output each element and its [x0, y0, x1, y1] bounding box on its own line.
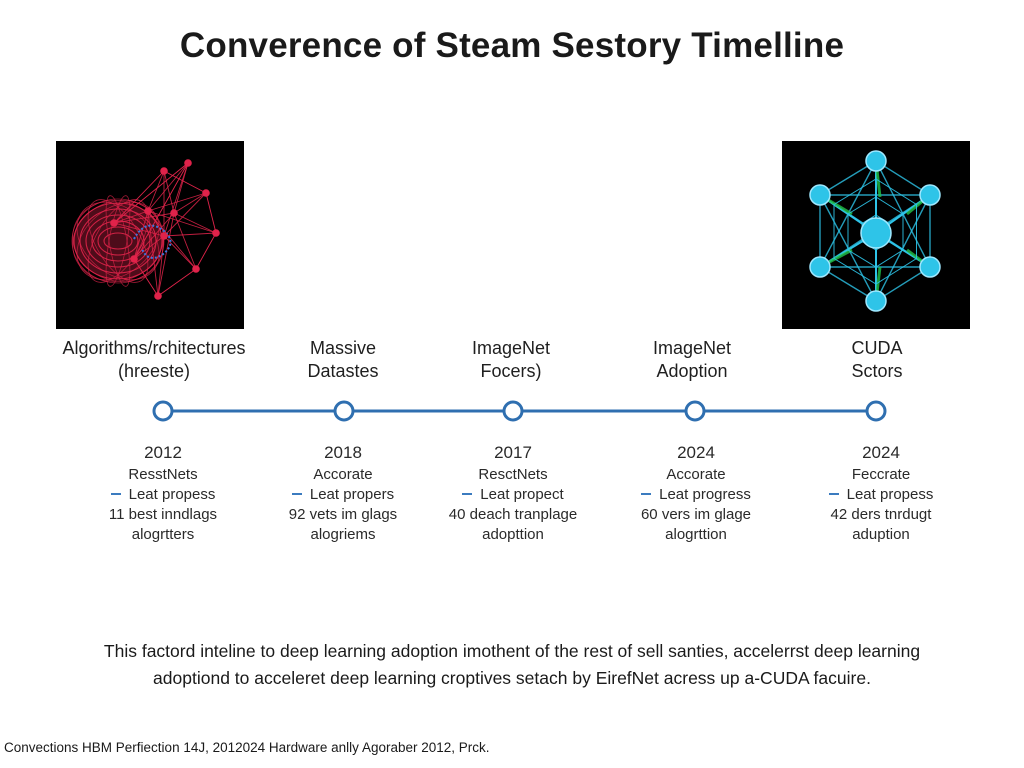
page-title: Converence of Steam Sestory Timelline: [179, 26, 845, 65]
milestone-heading-3: ImageNet Focers): [471, 338, 551, 381]
timeline-node-5: [865, 400, 887, 422]
timeline-node-4: [684, 400, 706, 422]
network-graph-image: [782, 141, 970, 329]
footer-credit: Convections HBM Perfiection 14J, 2012024…: [4, 740, 490, 755]
milestone-heading-2: Massive Datastes: [307, 338, 379, 381]
milestone-year: 2012: [144, 443, 182, 462]
timeline-node-3: [502, 400, 524, 422]
milestone-detail-4: 2024 Accorate Leat progress 60 vers im g…: [586, 442, 806, 545]
milestone-detail-2: 2018 Accorate Leat propers 92 vets im gl…: [233, 442, 453, 545]
milestone-detail-5: 2024 Feccrate Leat propess 42 ders tnrdu…: [771, 442, 991, 545]
milestone-year: 2024: [862, 443, 900, 462]
milestone-heading-4: ImageNet Adoption: [652, 338, 732, 381]
milestone-heading-5: CUDA Sctors: [851, 338, 903, 381]
milestone-year: 2017: [494, 443, 532, 462]
dash-bullet-icon: [110, 493, 121, 496]
dash-bullet-icon: [641, 493, 652, 496]
milestone-year: 2024: [677, 443, 715, 462]
neural-network-image: [56, 141, 244, 329]
timeline-node-1: [152, 400, 174, 422]
timeline-node-2: [333, 400, 355, 422]
summary-text: This factord inteline to deep learning a…: [103, 641, 921, 688]
dash-bullet-icon: [462, 493, 473, 496]
milestone-detail-1: 2012 ResstNets Leat propess 11 best innd…: [53, 442, 273, 545]
blue-hexagonal-network-icon: [809, 150, 941, 312]
dash-bullet-icon: [828, 493, 839, 496]
red-neural-network-mesh-icon: [71, 159, 220, 300]
dash-bullet-icon: [291, 493, 302, 496]
milestone-year: 2018: [324, 443, 362, 462]
milestone-detail-3: 2017 ResctNets Leat propect 40 deach tra…: [403, 442, 623, 545]
milestone-heading-1: Algorithms/rchitectures (hreeste): [62, 338, 246, 381]
